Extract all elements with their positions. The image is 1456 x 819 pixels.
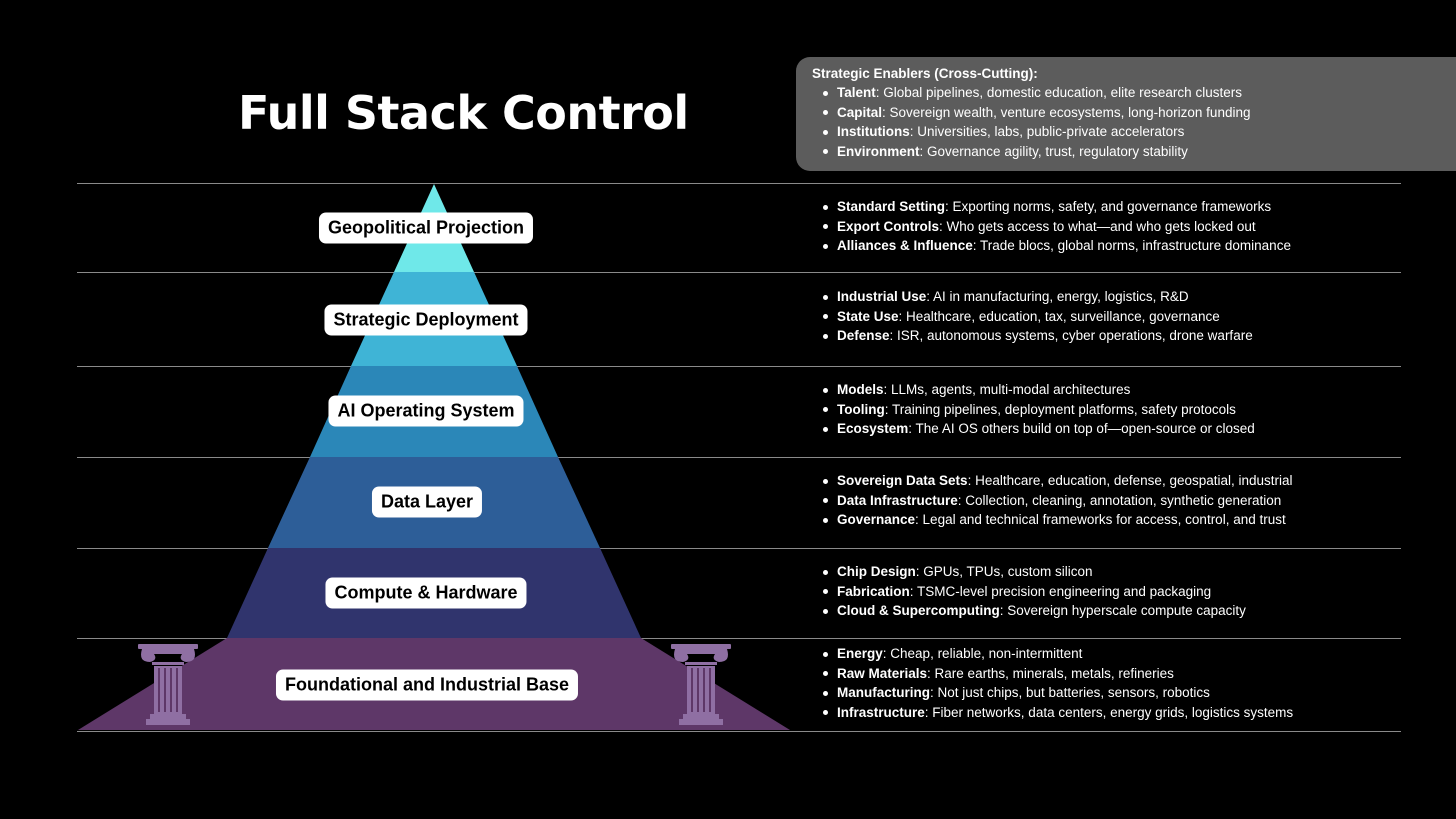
layer-bullets-strategic-deployment: Industrial Use: AI in manufacturing, ene… xyxy=(812,287,1253,346)
bullet-term: Raw Materials xyxy=(837,665,928,681)
bullet-desc: : Sovereign wealth, venture ecosystems, … xyxy=(882,104,1251,120)
layer-bullets-compute-hardware: Chip Design: GPUs, TPUs, custom silicon … xyxy=(812,562,1246,621)
bullet-term: Tooling xyxy=(837,401,885,417)
layer-bullets-ai-operating-system: Models: LLMs, agents, multi-modal archit… xyxy=(812,380,1255,439)
divider xyxy=(77,272,1401,273)
bullet-desc: : ISR, autonomous systems, cyber operati… xyxy=(889,328,1253,343)
bullet-desc: : Legal and technical frameworks for acc… xyxy=(915,512,1286,527)
list-item: Manufacturing: Not just chips, but batte… xyxy=(812,683,1293,703)
bullet-desc: : Training pipelines, deployment platfor… xyxy=(884,401,1236,417)
list-item: Industrial Use: AI in manufacturing, ene… xyxy=(812,287,1253,307)
page-title: Full Stack Control xyxy=(238,86,689,140)
bullet-desc: : Not just chips, but batteries, sensors… xyxy=(930,685,1210,700)
list-item: Standard Setting: Exporting norms, safet… xyxy=(812,197,1291,217)
bullet-term: Capital xyxy=(837,104,883,120)
bullet-desc: : Who gets access to what—and who gets l… xyxy=(939,218,1256,234)
bullet-desc: : Healthcare, education, defense, geospa… xyxy=(967,473,1293,488)
layer-label-foundational-industrial-base: Foundational and Industrial Base xyxy=(275,669,579,701)
bullet-term: Export Controls xyxy=(837,218,940,234)
layer-bullets-geopolitical-projection: Standard Setting: Exporting norms, safet… xyxy=(812,197,1291,256)
greek-column-icon xyxy=(138,644,198,725)
bullet-desc: : Rare earths, minerals, metals, refiner… xyxy=(927,665,1174,681)
bullet-term: Data Infrastructure xyxy=(837,492,958,508)
bullet-desc: : Universities, labs, public-private acc… xyxy=(909,124,1185,139)
layer-bullets-foundational-industrial-base: Energy: Cheap, reliable, non-intermitten… xyxy=(812,644,1293,722)
bullet-term: Standard Setting xyxy=(837,199,946,214)
bullet-term: Talent xyxy=(837,85,876,100)
strategic-enablers-list: Talent: Global pipelines, domestic educa… xyxy=(812,83,1456,161)
bullet-term: Institutions xyxy=(837,124,910,139)
layer-label-strategic-deployment: Strategic Deployment xyxy=(324,304,528,336)
bullet-term: Ecosystem xyxy=(837,421,909,436)
bullet-term: Energy xyxy=(837,646,883,661)
layer-bullets-data-layer: Sovereign Data Sets: Healthcare, educati… xyxy=(812,471,1293,530)
bullet-term: Alliances & Influence xyxy=(837,238,973,253)
list-item: Institutions: Universities, labs, public… xyxy=(812,122,1456,142)
list-item: Tooling: Training pipelines, deployment … xyxy=(812,400,1255,420)
greek-column-icon xyxy=(671,644,731,725)
bullet-desc: : Exporting norms, safety, and governanc… xyxy=(945,199,1272,214)
list-item: Infrastructure: Fiber networks, data cen… xyxy=(812,703,1293,723)
divider xyxy=(77,638,1401,639)
bullet-term: Chip Design xyxy=(837,564,916,579)
list-item: Ecosystem: The AI OS others build on top… xyxy=(812,419,1255,439)
bullet-desc: : Trade blocs, global norms, infrastruct… xyxy=(972,238,1291,253)
list-item: Environment: Governance agility, trust, … xyxy=(812,142,1456,162)
bullet-term: Industrial Use xyxy=(837,289,927,304)
bullet-desc: : The AI OS others build on top of—open-… xyxy=(908,421,1255,436)
divider xyxy=(77,731,1401,732)
bullet-term: Infrastructure xyxy=(837,704,925,720)
bullet-desc: : Global pipelines, domestic education, … xyxy=(875,85,1242,100)
bullet-desc: : AI in manufacturing, energy, logistics… xyxy=(926,289,1189,304)
divider xyxy=(77,366,1401,367)
bullet-desc: : Fiber networks, data centers, energy g… xyxy=(924,704,1294,720)
list-item: Governance: Legal and technical framewor… xyxy=(812,510,1293,530)
bullet-desc: : TSMC-level precision engineering and p… xyxy=(909,583,1212,599)
bullet-term: Models xyxy=(837,382,884,397)
list-item: Models: LLMs, agents, multi-modal archit… xyxy=(812,380,1255,400)
bullet-desc: : Healthcare, education, tax, surveillan… xyxy=(898,308,1220,324)
divider xyxy=(77,548,1401,549)
layer-label-data-layer: Data Layer xyxy=(371,486,483,518)
strategic-enablers-box: Strategic Enablers (Cross-Cutting): Tale… xyxy=(796,57,1456,171)
list-item: Data Infrastructure: Collection, cleanin… xyxy=(812,491,1293,511)
layer-label-compute-hardware: Compute & Hardware xyxy=(325,577,527,609)
list-item: Raw Materials: Rare earths, minerals, me… xyxy=(812,664,1293,684)
bullet-term: Cloud & Supercomputing xyxy=(837,603,1000,618)
bullet-desc: : Sovereign hyperscale compute capacity xyxy=(999,603,1246,618)
strategic-enablers-heading: Strategic Enablers (Cross-Cutting): xyxy=(812,66,1038,81)
list-item: Alliances & Influence: Trade blocs, glob… xyxy=(812,236,1291,256)
bullet-term: State Use xyxy=(837,308,899,324)
bullet-term: Defense xyxy=(837,328,890,343)
list-item: Fabrication: TSMC-level precision engine… xyxy=(812,582,1246,602)
bullet-desc: : Governance agility, trust, regulatory … xyxy=(919,143,1188,159)
bullet-term: Governance xyxy=(837,512,916,527)
list-item: Defense: ISR, autonomous systems, cyber … xyxy=(812,326,1253,346)
list-item: Talent: Global pipelines, domestic educa… xyxy=(812,83,1456,103)
layer-label-geopolitical-projection: Geopolitical Projection xyxy=(318,212,534,244)
list-item: Export Controls: Who gets access to what… xyxy=(812,217,1291,237)
bullet-desc: : LLMs, agents, multi-modal architecture… xyxy=(883,382,1131,397)
list-item: Chip Design: GPUs, TPUs, custom silicon xyxy=(812,562,1246,582)
list-item: Capital: Sovereign wealth, venture ecosy… xyxy=(812,103,1456,123)
list-item: Energy: Cheap, reliable, non-intermitten… xyxy=(812,644,1293,664)
list-item: State Use: Healthcare, education, tax, s… xyxy=(812,307,1253,327)
list-item: Sovereign Data Sets: Healthcare, educati… xyxy=(812,471,1293,491)
bullet-desc: : Cheap, reliable, non-intermittent xyxy=(882,646,1083,661)
bullet-term: Manufacturing xyxy=(837,685,930,700)
layer-label-ai-operating-system: AI Operating System xyxy=(328,395,524,427)
list-item: Cloud & Supercomputing: Sovereign hypers… xyxy=(812,601,1246,621)
bullet-desc: : Collection, cleaning, annotation, synt… xyxy=(957,492,1282,508)
bullet-term: Environment xyxy=(837,143,920,159)
divider xyxy=(77,183,1401,184)
bullet-desc: : GPUs, TPUs, custom silicon xyxy=(915,564,1093,579)
bullet-term: Sovereign Data Sets xyxy=(837,473,968,488)
divider xyxy=(77,457,1401,458)
bullet-term: Fabrication xyxy=(837,583,910,599)
